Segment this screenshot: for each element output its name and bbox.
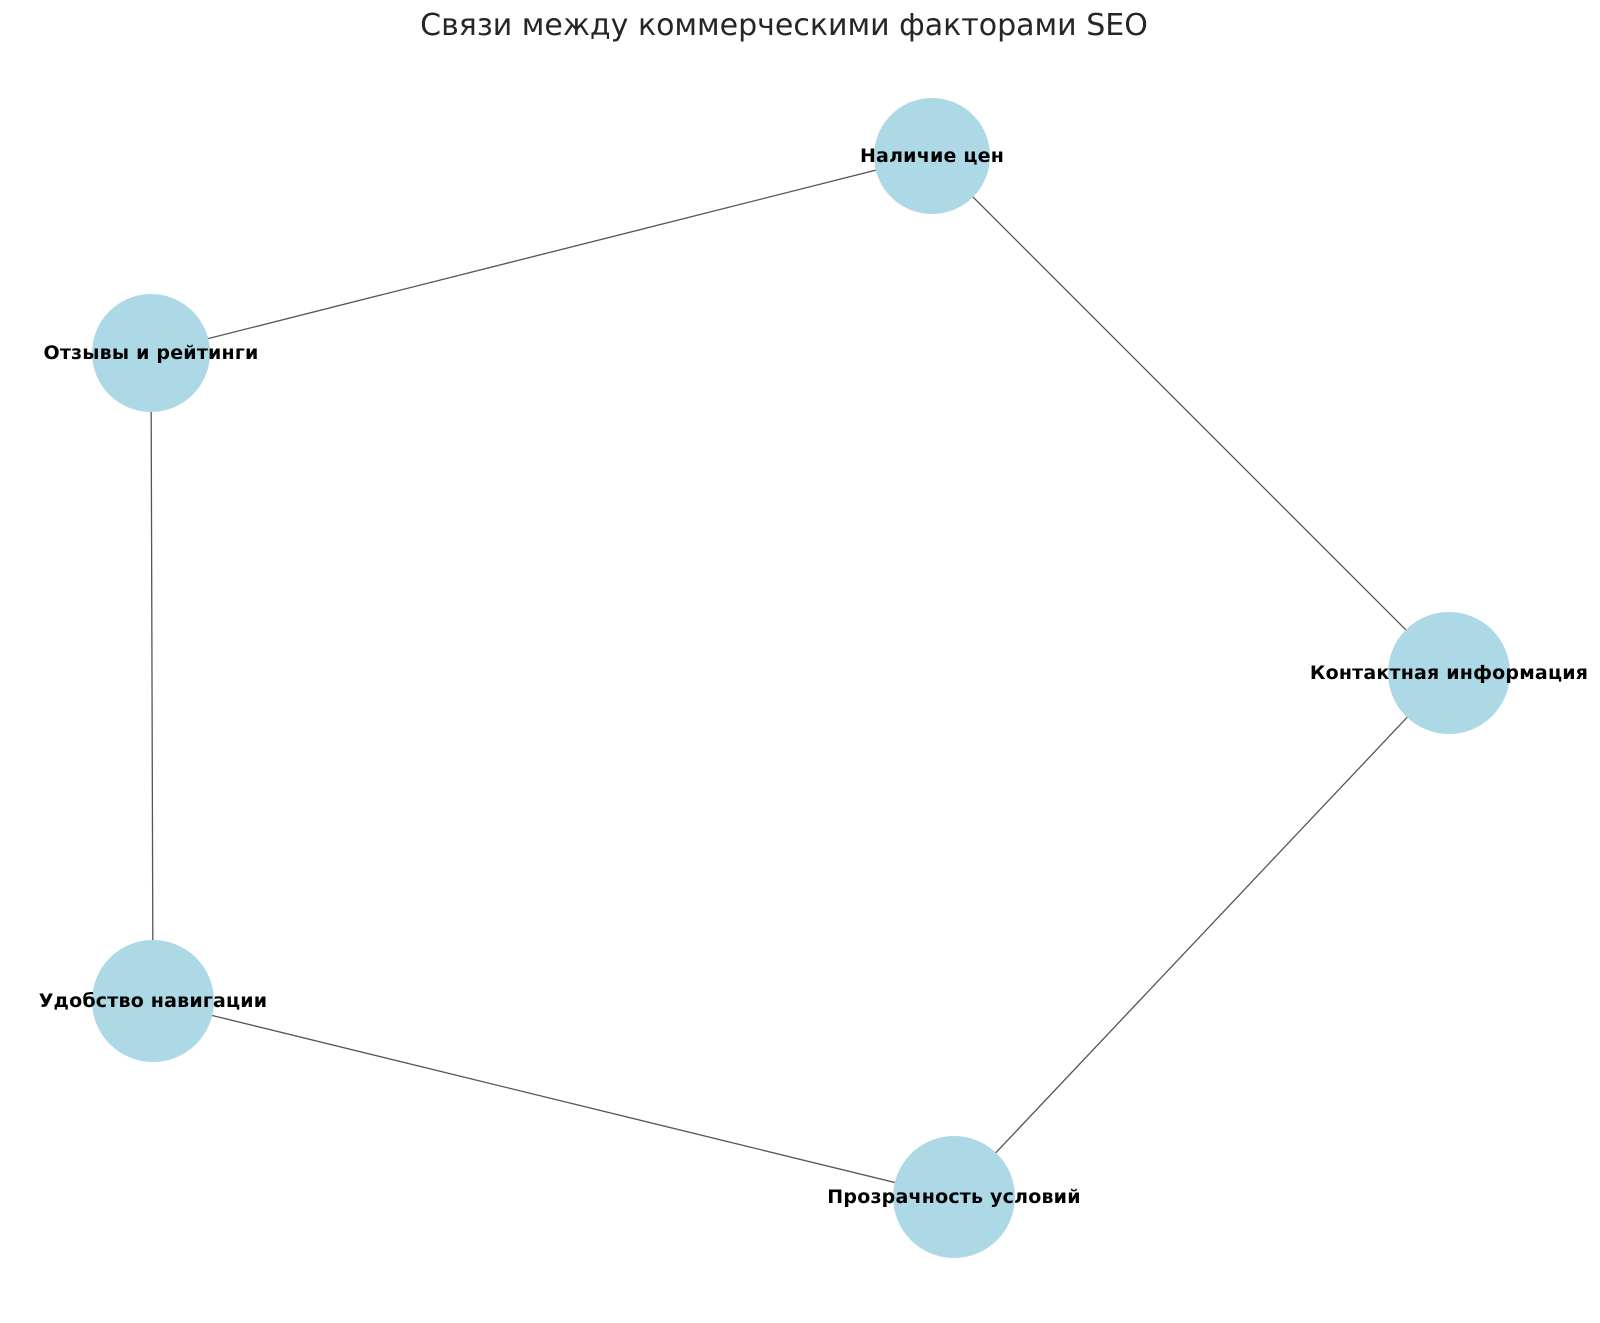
- graph-node-contacts[interactable]: [1388, 612, 1510, 734]
- graph-node-reviews[interactable]: [92, 294, 210, 412]
- graph-edge: [150, 155, 933, 354]
- graph-edge: [953, 672, 1450, 1198]
- graph-node-navigation[interactable]: [92, 940, 214, 1062]
- graph-edge: [150, 352, 154, 1002]
- nodes-layer: [92, 98, 1510, 1258]
- page-title: Связи между коммерческими факторами SEO: [420, 8, 1148, 43]
- edges-layer: [150, 155, 1450, 1198]
- graph-node-prices[interactable]: [874, 98, 990, 214]
- graph-edge: [931, 155, 1450, 674]
- graph-node-terms[interactable]: [893, 1136, 1015, 1258]
- graph-edge: [152, 1000, 955, 1198]
